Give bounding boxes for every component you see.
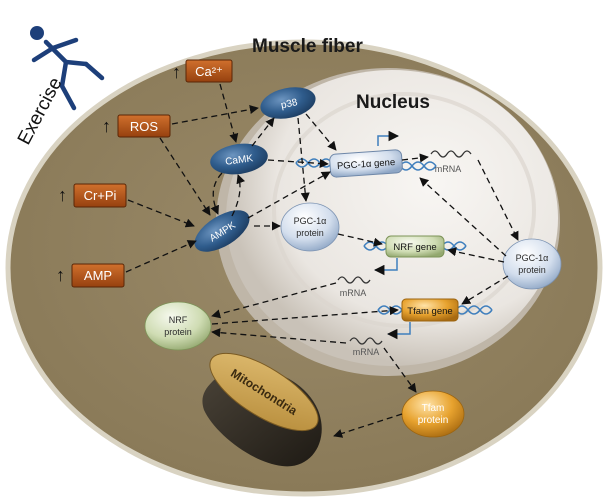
arrow-nrfprotein-to-tfamgene <box>211 306 399 325</box>
kinase-camk-label: CaMK <box>225 153 254 168</box>
increase-arrow-ros: ↑ <box>102 116 111 136</box>
arrow-pgccyto-to-tfamgene <box>461 275 509 305</box>
tfam-protein-label-2: protein <box>418 415 449 426</box>
kinase-ampk: AMPK <box>194 210 250 252</box>
pgc-protein-nuclear: PGC-1α protein <box>280 202 340 252</box>
arrow-ros-to-ampk <box>159 137 211 216</box>
arrow-p38-to-pgcprotein <box>297 117 310 202</box>
tfam-protein: Tfam protein <box>401 390 465 438</box>
arrow-camk-to-p38 <box>251 117 275 147</box>
arrow-ampk-to-pgcgene <box>247 171 331 219</box>
stimulus-crpi: ↑ Cr+Pi <box>58 183 127 208</box>
increase-arrow-ca: ↑ <box>172 62 181 82</box>
nrf-gene: NRF gene <box>363 235 467 276</box>
mrna-nrf-label: mRNA <box>340 288 367 298</box>
arrow-tfammrna-to-tfamprotein <box>383 347 417 393</box>
pgc-protein-nuclear-label-2: protein <box>296 228 324 238</box>
pgc-protein-cytosolic-label-2: protein <box>518 265 546 275</box>
stimulus-ros: ↑ ROS <box>102 114 171 138</box>
pgc-protein-nuclear-label-1: PGC-1α <box>294 216 327 226</box>
arrow-ca-to-camk <box>219 83 239 143</box>
pgc-gene: PGC-1α gene <box>295 130 437 178</box>
kinase-camk: CaMK <box>210 143 268 175</box>
stimulus-amp-label: AMP <box>84 268 112 283</box>
pgc-gene-label: PGC-1α gene <box>337 157 396 172</box>
nrf-gene-label: NRF gene <box>393 242 436 253</box>
mrna-tfam: mRNA <box>349 337 383 357</box>
nucleus-label: Nucleus <box>356 92 430 113</box>
tfam-gene-label: Tfam gene <box>407 306 452 317</box>
arrow-mrna-to-pgccyto <box>477 159 519 241</box>
arrow-ampk-camk-loop <box>231 174 246 217</box>
nrf-protein-label-1: NRF <box>169 315 188 325</box>
arrow-tfamprotein-to-mito <box>333 413 403 438</box>
mrna-pgc: mRNA <box>430 150 472 174</box>
mrna-tfam-label: mRNA <box>353 347 380 357</box>
mrna-nrf: mRNA <box>337 276 371 298</box>
increase-arrow-crpi: ↑ <box>58 185 67 205</box>
arrow-pgcgene-to-mrna <box>401 153 429 163</box>
arrow-amp-to-ampk <box>125 240 197 273</box>
arrow-camk-to-pgcgene <box>267 158 329 168</box>
kinase-p38-label: p38 <box>280 97 299 111</box>
stimulus-amp: ↑ AMP <box>56 263 125 288</box>
arrow-ros-to-p38 <box>171 105 259 125</box>
exercise-label: Exercise <box>14 74 67 148</box>
tfam-protein-label-1: Tfam <box>422 403 445 414</box>
pgc-protein-cytosolic: PGC-1α protein <box>502 238 562 290</box>
increase-arrow-amp: ↑ <box>56 265 65 285</box>
runner-icon <box>30 26 105 111</box>
stimulus-ca-label: Ca²⁺ <box>195 64 223 79</box>
mrna-pgc-label: mRNA <box>435 164 462 174</box>
arrow-crpi-to-ampk <box>127 199 195 228</box>
stimulus-ca: ↑ Ca²⁺ <box>172 59 233 83</box>
kinase-p38: p38 <box>260 87 316 119</box>
pgc-protein-cytosolic-label-1: PGC-1α <box>516 253 549 263</box>
muscle-fiber-label: Muscle fiber <box>252 36 363 57</box>
arrow-nrfmrna-to-nrfprotein <box>211 282 337 319</box>
pathway-arrows <box>125 83 519 438</box>
arrow-p38-to-pgcgene <box>305 113 337 151</box>
nucleus-body <box>226 70 558 366</box>
nrf-protein-label-2: protein <box>164 327 192 337</box>
stimulus-crpi-label: Cr+Pi <box>84 188 117 203</box>
arrow-pgcprotein-to-nrfgene <box>337 233 383 247</box>
arrow-camk-ampk-loop <box>210 172 223 215</box>
nrf-protein: NRF protein <box>144 301 212 351</box>
nucleus-inner-rim <box>272 92 536 328</box>
stimulus-ros-label: ROS <box>130 119 159 134</box>
arrow-tfammrna-to-nrfprotein <box>211 328 347 344</box>
